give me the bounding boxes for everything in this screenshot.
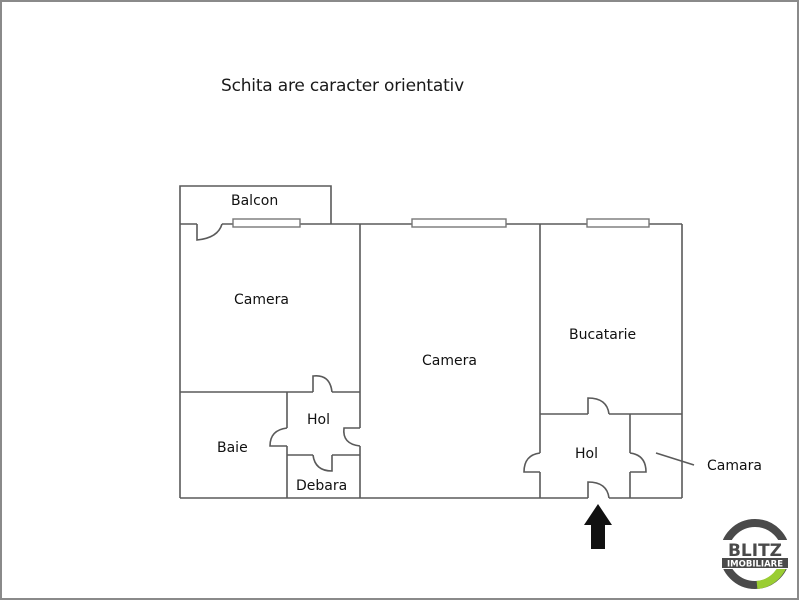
window-kitchen bbox=[586, 218, 650, 228]
disclaimer-caption: Schita are caracter orientativ bbox=[221, 76, 464, 96]
logo-subtitle-text: IMOBILIARE bbox=[727, 560, 783, 570]
door-hol2-right bbox=[629, 452, 647, 473]
room-label-bucatarie: Bucatarie bbox=[569, 327, 637, 343]
camara-leader-line bbox=[655, 452, 695, 466]
door-hol2-top bbox=[587, 397, 610, 415]
door-hol2-left bbox=[523, 452, 541, 473]
entrance-arrow-icon bbox=[584, 504, 612, 549]
door-hol1-top bbox=[312, 375, 333, 393]
room-label-balcon: Balcon bbox=[231, 193, 279, 209]
door-hol1-left bbox=[269, 427, 288, 447]
door-hol2-bottom bbox=[587, 481, 610, 499]
room-label-baie: Baie bbox=[217, 440, 248, 456]
room-label-camara: Camara bbox=[707, 458, 762, 474]
door-hol1-right bbox=[343, 427, 361, 447]
room-label-camera-2: Camera bbox=[422, 353, 477, 369]
window-camera2 bbox=[411, 218, 507, 228]
blitz-imobiliare-logo: BLITZ IMOBILIARE bbox=[720, 519, 790, 589]
door-balcony bbox=[196, 223, 223, 241]
room-label-hol-1: Hol bbox=[307, 412, 330, 428]
window-camera1 bbox=[232, 218, 301, 228]
room-label-camera-1: Camera bbox=[234, 292, 289, 308]
door-hol1-bottom bbox=[312, 454, 333, 472]
room-label-hol-2: Hol bbox=[575, 446, 598, 462]
room-label-debara: Debara bbox=[296, 478, 348, 494]
logo-brand-text: BLITZ bbox=[728, 541, 782, 561]
balcony-wall bbox=[179, 185, 332, 224]
